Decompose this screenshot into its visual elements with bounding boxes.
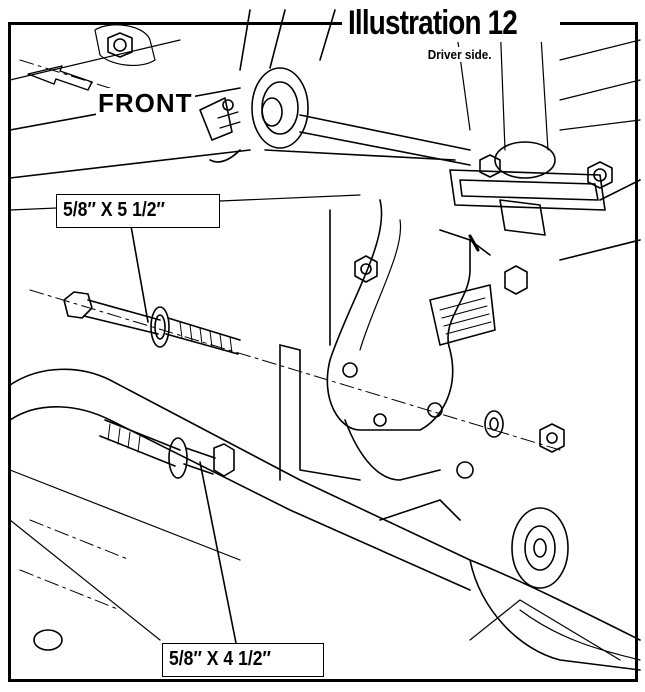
lower-bolt-drawing [99, 419, 235, 479]
upper-bolt-callout: 5/8″ X 5 1/2″ [56, 194, 220, 228]
illustration-title: Illustration 12 [348, 4, 518, 42]
illustration-subtitle: Driver side. [426, 47, 494, 62]
lower-callout-leader [199, 461, 237, 644]
lower-bolt-callout: 5/8″ X 4 1/2″ [162, 643, 324, 677]
lower-bolt-callout-text: 5/8″ X 4 1/2″ [169, 648, 271, 670]
illustration-border [8, 22, 638, 682]
lower-control-arm [9, 368, 641, 671]
upper-ball-joint [449, 19, 641, 236]
lower-ball-joint [429, 234, 528, 346]
front-label: FRONT [96, 88, 195, 118]
title-box: Illustration 12 [342, 4, 561, 42]
upper-bolt-callout-text: 5/8″ X 5 1/2″ [63, 199, 165, 221]
upper-control-arm [199, 9, 471, 166]
upper-callout-leader [130, 225, 149, 323]
upper-bolt-drawing [29, 289, 565, 453]
steering-knuckle [279, 199, 474, 481]
